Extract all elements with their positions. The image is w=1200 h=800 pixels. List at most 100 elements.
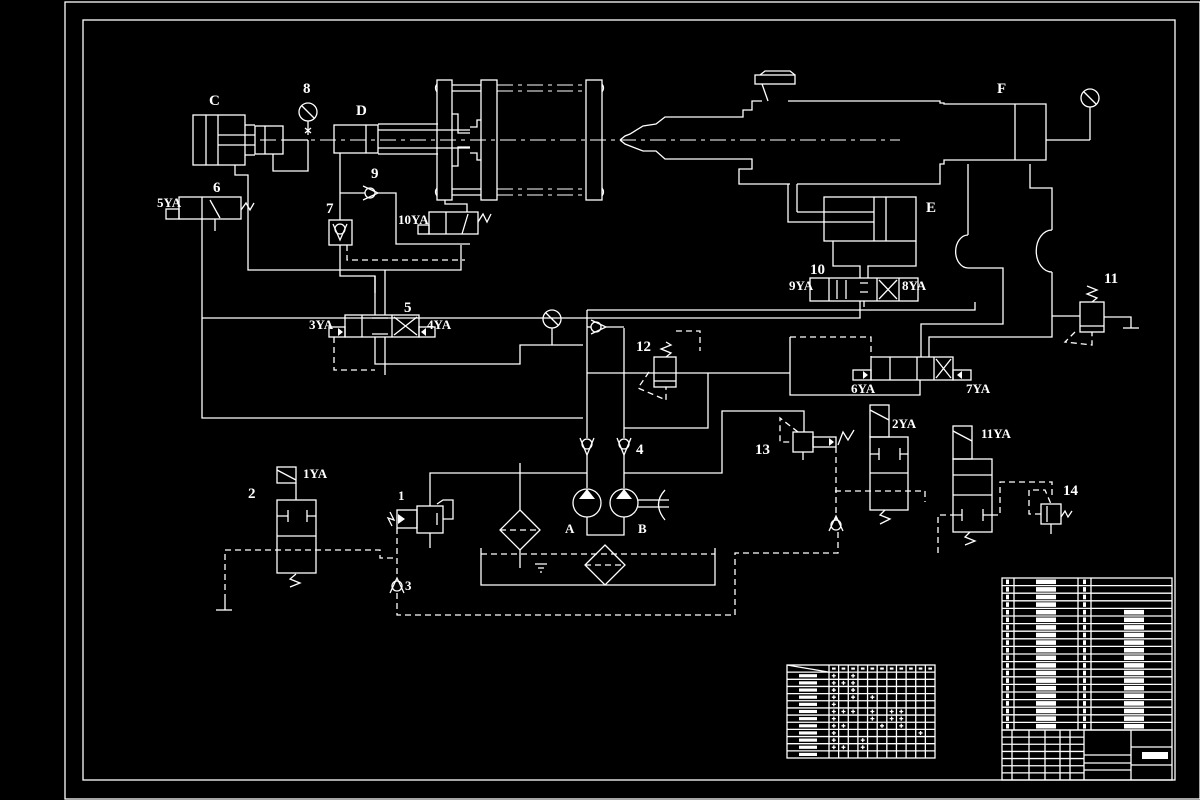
parts-qty	[1083, 701, 1086, 706]
label-relief-11: 11	[1104, 271, 1118, 287]
parts-name	[1036, 587, 1056, 592]
table-mark	[841, 709, 846, 714]
parts-qty	[1083, 587, 1086, 592]
parts-spec	[1124, 678, 1144, 683]
table-header-cell	[918, 667, 923, 670]
table-row-label	[799, 688, 817, 692]
pump-a	[572, 488, 625, 536]
cylinder-f-lines	[920, 164, 1053, 357]
table-mark	[831, 688, 836, 693]
parts-qty	[1083, 647, 1086, 653]
label-valve-10: 10	[810, 262, 825, 278]
solenoid-action-table	[786, 664, 936, 759]
label-solenoid-6ya: 6YA	[851, 381, 876, 396]
table-header-cell	[860, 667, 865, 670]
parts-qty	[1083, 632, 1086, 638]
parts-qty	[1083, 708, 1086, 714]
parts-list-title-block	[1001, 577, 1173, 781]
table-mark	[851, 680, 856, 685]
table-row-label	[799, 709, 817, 714]
parts-qty	[1083, 617, 1086, 623]
parts-spec	[1124, 670, 1144, 676]
table-mark	[831, 738, 836, 743]
injection-barrel	[619, 70, 1047, 185]
table-row-label	[799, 717, 817, 721]
parts-index	[1006, 632, 1009, 638]
label-valve-7: 7	[326, 201, 334, 217]
parts-spec	[1124, 609, 1144, 615]
parts-index	[1006, 701, 1009, 706]
valve-7	[328, 153, 465, 293]
parts-name	[1036, 708, 1056, 714]
table-mark	[831, 695, 836, 700]
table-mark	[870, 695, 875, 700]
parts-index	[1006, 640, 1009, 645]
parts-spec	[1124, 647, 1144, 653]
parts-index	[1006, 625, 1009, 630]
parts-qty	[1083, 625, 1086, 630]
parts-index	[1006, 617, 1009, 623]
parts-qty	[1083, 655, 1086, 661]
parts-qty	[1083, 678, 1086, 683]
parts-index	[1006, 708, 1009, 714]
table-mark	[831, 673, 836, 678]
parts-qty	[1083, 723, 1086, 729]
label-check-4: 4	[636, 442, 644, 458]
parts-spec	[1124, 625, 1144, 630]
cylinder-d	[333, 123, 470, 155]
pump-b	[609, 488, 669, 521]
parts-name	[1036, 602, 1056, 607]
valve-10ya	[417, 200, 492, 235]
table-mark	[860, 738, 865, 743]
table-header-cell	[928, 667, 932, 670]
table-header-cell	[870, 667, 875, 670]
pressure-gauge-f	[1046, 88, 1100, 141]
table-mark	[841, 745, 846, 750]
label-valve-6: 6	[213, 180, 221, 196]
parts-spec	[1124, 617, 1144, 623]
label-solenoid-9ya: 9YA	[789, 278, 814, 293]
table-mark	[841, 723, 846, 728]
table-row-label	[799, 674, 817, 678]
cylinder-c	[192, 114, 309, 172]
label-solenoid-4ya: 4YA	[427, 317, 452, 332]
return-filter	[584, 544, 626, 586]
parts-index	[1006, 602, 1009, 607]
table-header-cell	[880, 667, 884, 670]
parts-name	[1036, 655, 1056, 661]
inner-frame	[82, 19, 1176, 781]
table-mark	[889, 716, 894, 721]
label-gauge-8: 8	[303, 81, 311, 97]
parts-index	[1006, 678, 1009, 683]
label-pump-b: B	[638, 521, 647, 536]
table-mark	[831, 702, 836, 707]
drawing-title	[1142, 752, 1168, 759]
table-diagonal	[786, 664, 830, 673]
parts-spec	[1124, 663, 1144, 668]
table-mark	[899, 709, 904, 714]
label-cyl-e: E	[926, 200, 936, 216]
check-valve-3	[389, 528, 839, 616]
cylinder-e	[787, 184, 917, 278]
table-mark	[831, 730, 836, 735]
parts-qty	[1083, 602, 1086, 607]
parts-spec	[1124, 640, 1144, 645]
parts-qty	[1083, 693, 1086, 699]
table-mark	[841, 680, 846, 685]
table-mark	[851, 709, 856, 714]
label-solenoid-11ya: 11YA	[981, 426, 1011, 441]
table-border	[786, 664, 936, 759]
parts-name	[1036, 716, 1056, 721]
table-header-cell	[909, 667, 913, 670]
relief-valve-14	[1028, 489, 1073, 534]
label-cyl-c: C	[209, 93, 220, 109]
parts-name	[1036, 685, 1056, 691]
parts-name	[1036, 701, 1056, 706]
parts-index	[1006, 723, 1009, 729]
label-cyl-d: D	[356, 103, 367, 119]
parts-name	[1036, 663, 1056, 668]
parts-qty	[1083, 609, 1086, 615]
label-relief-14: 14	[1063, 483, 1079, 499]
label-valve-5: 5	[404, 300, 412, 316]
parts-index	[1006, 609, 1009, 615]
